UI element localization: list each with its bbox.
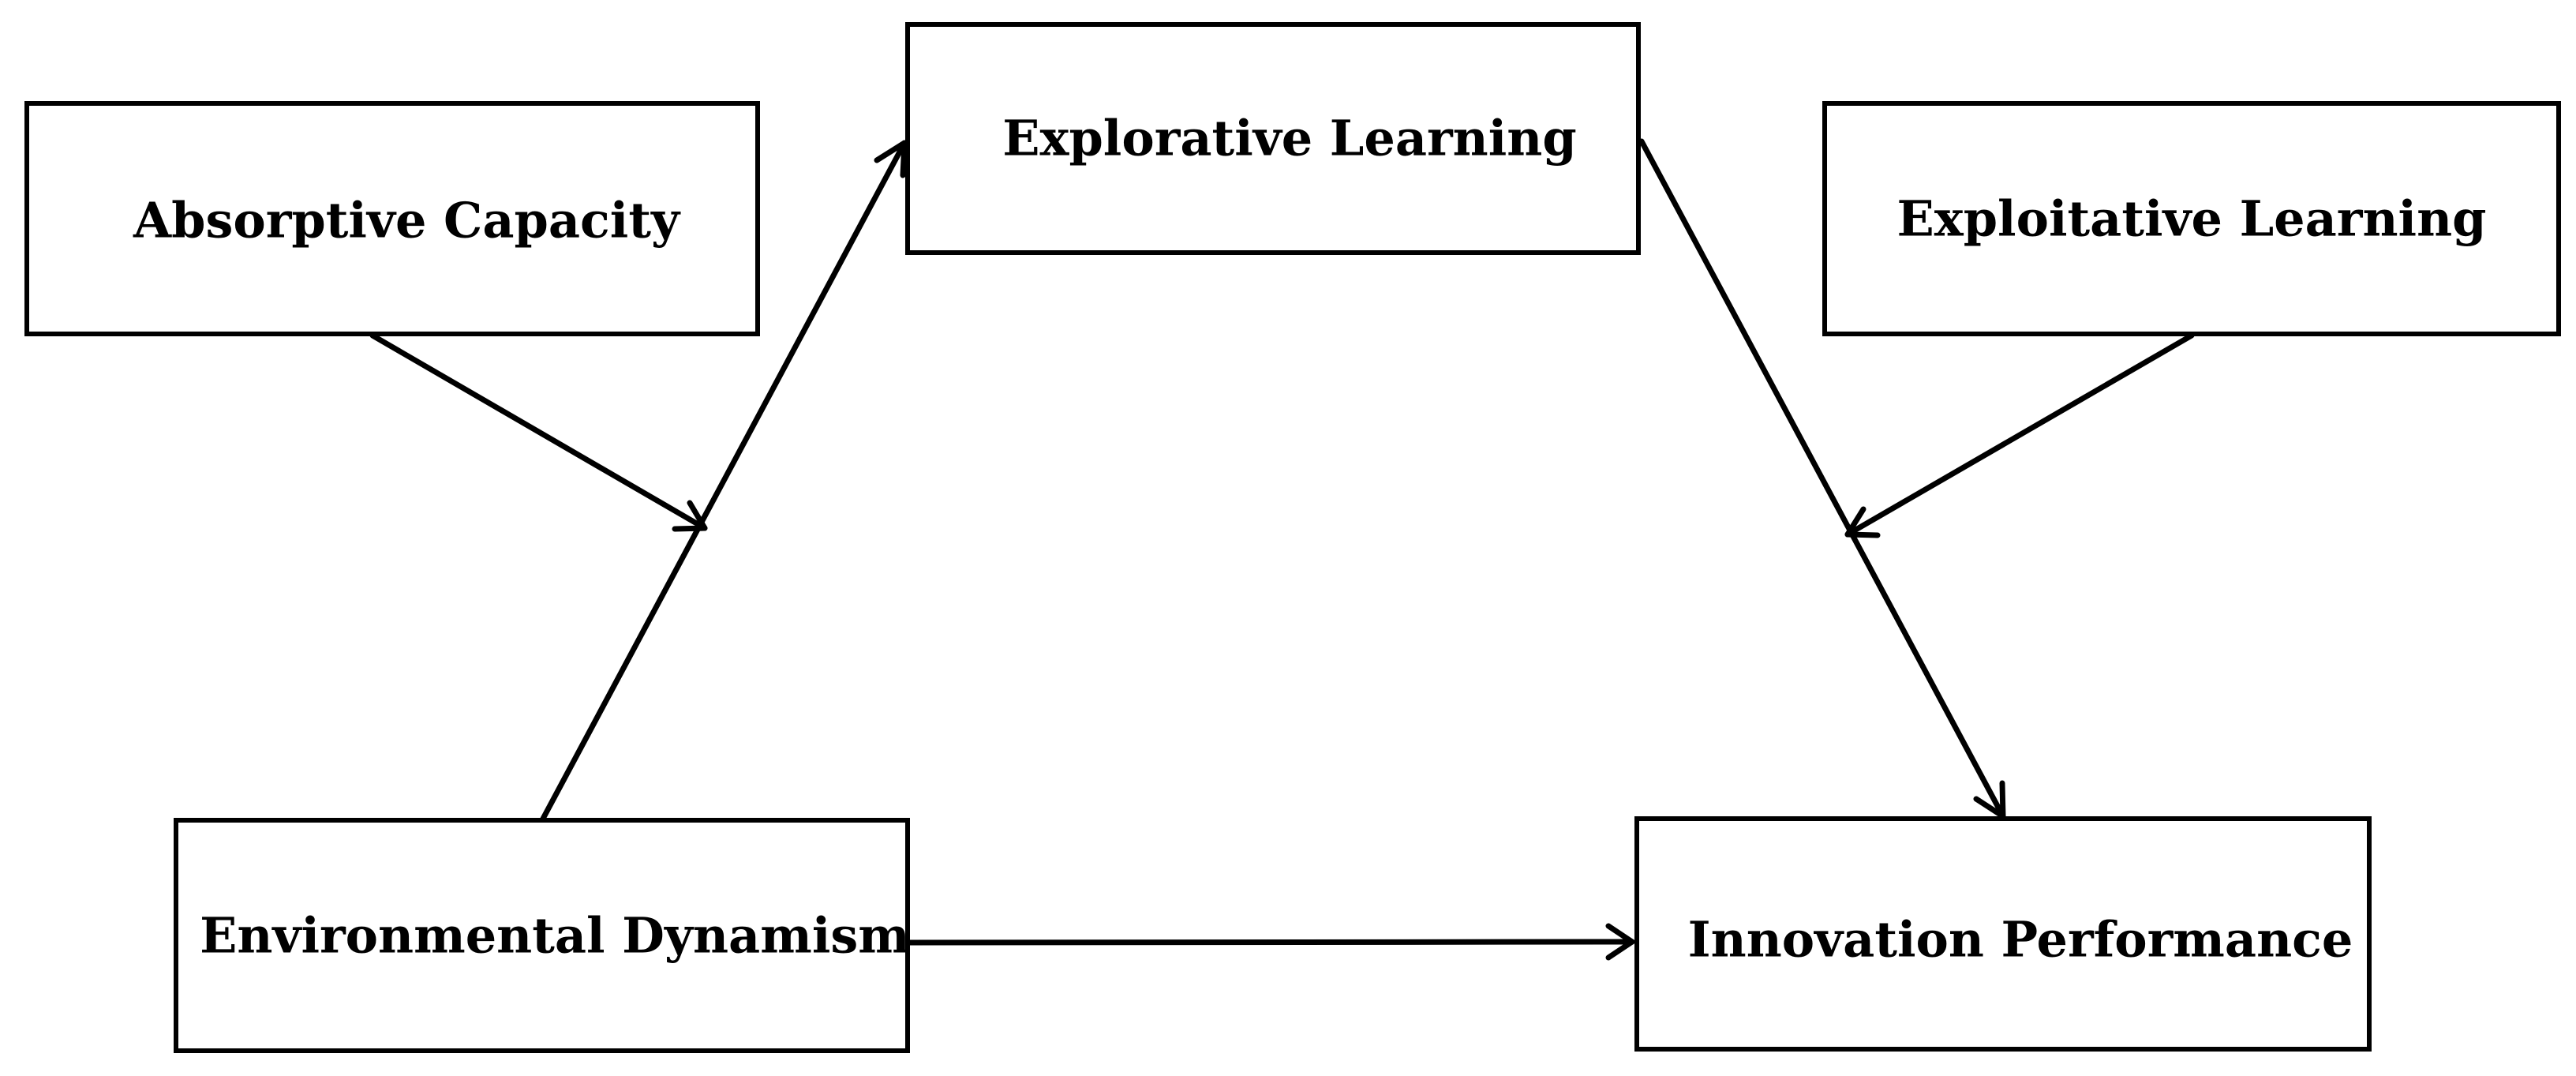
node-label-absorptive-capacity: Absorptive Capacity — [133, 192, 681, 249]
node-label-exploitative-learning: Exploitative Learning — [1896, 190, 2486, 248]
edge-absorptive-moderation — [369, 332, 708, 532]
edge-dynamism-to-innovation — [906, 923, 1635, 961]
node-label-environmental-dynamism: Environmental Dynamism — [200, 907, 910, 965]
node-absorptive-capacity: Absorptive Capacity — [24, 101, 760, 336]
diagram-edges — [369, 138, 2195, 961]
node-label-explorative-learning: Explorative Learning — [1002, 110, 1577, 167]
node-exploitative-learning: Exploitative Learning — [1822, 101, 2561, 336]
edge-exploitative-moderation — [1844, 332, 2195, 538]
node-environmental-dynamism: Environmental Dynamism — [174, 818, 910, 1053]
edge-dynamism-to-explorative — [540, 140, 908, 822]
node-explorative-learning: Explorative Learning — [905, 22, 1641, 255]
node-label-innovation-performance: Innovation Performance — [1688, 911, 2353, 969]
node-innovation-performance: Innovation Performance — [1634, 816, 2372, 1052]
